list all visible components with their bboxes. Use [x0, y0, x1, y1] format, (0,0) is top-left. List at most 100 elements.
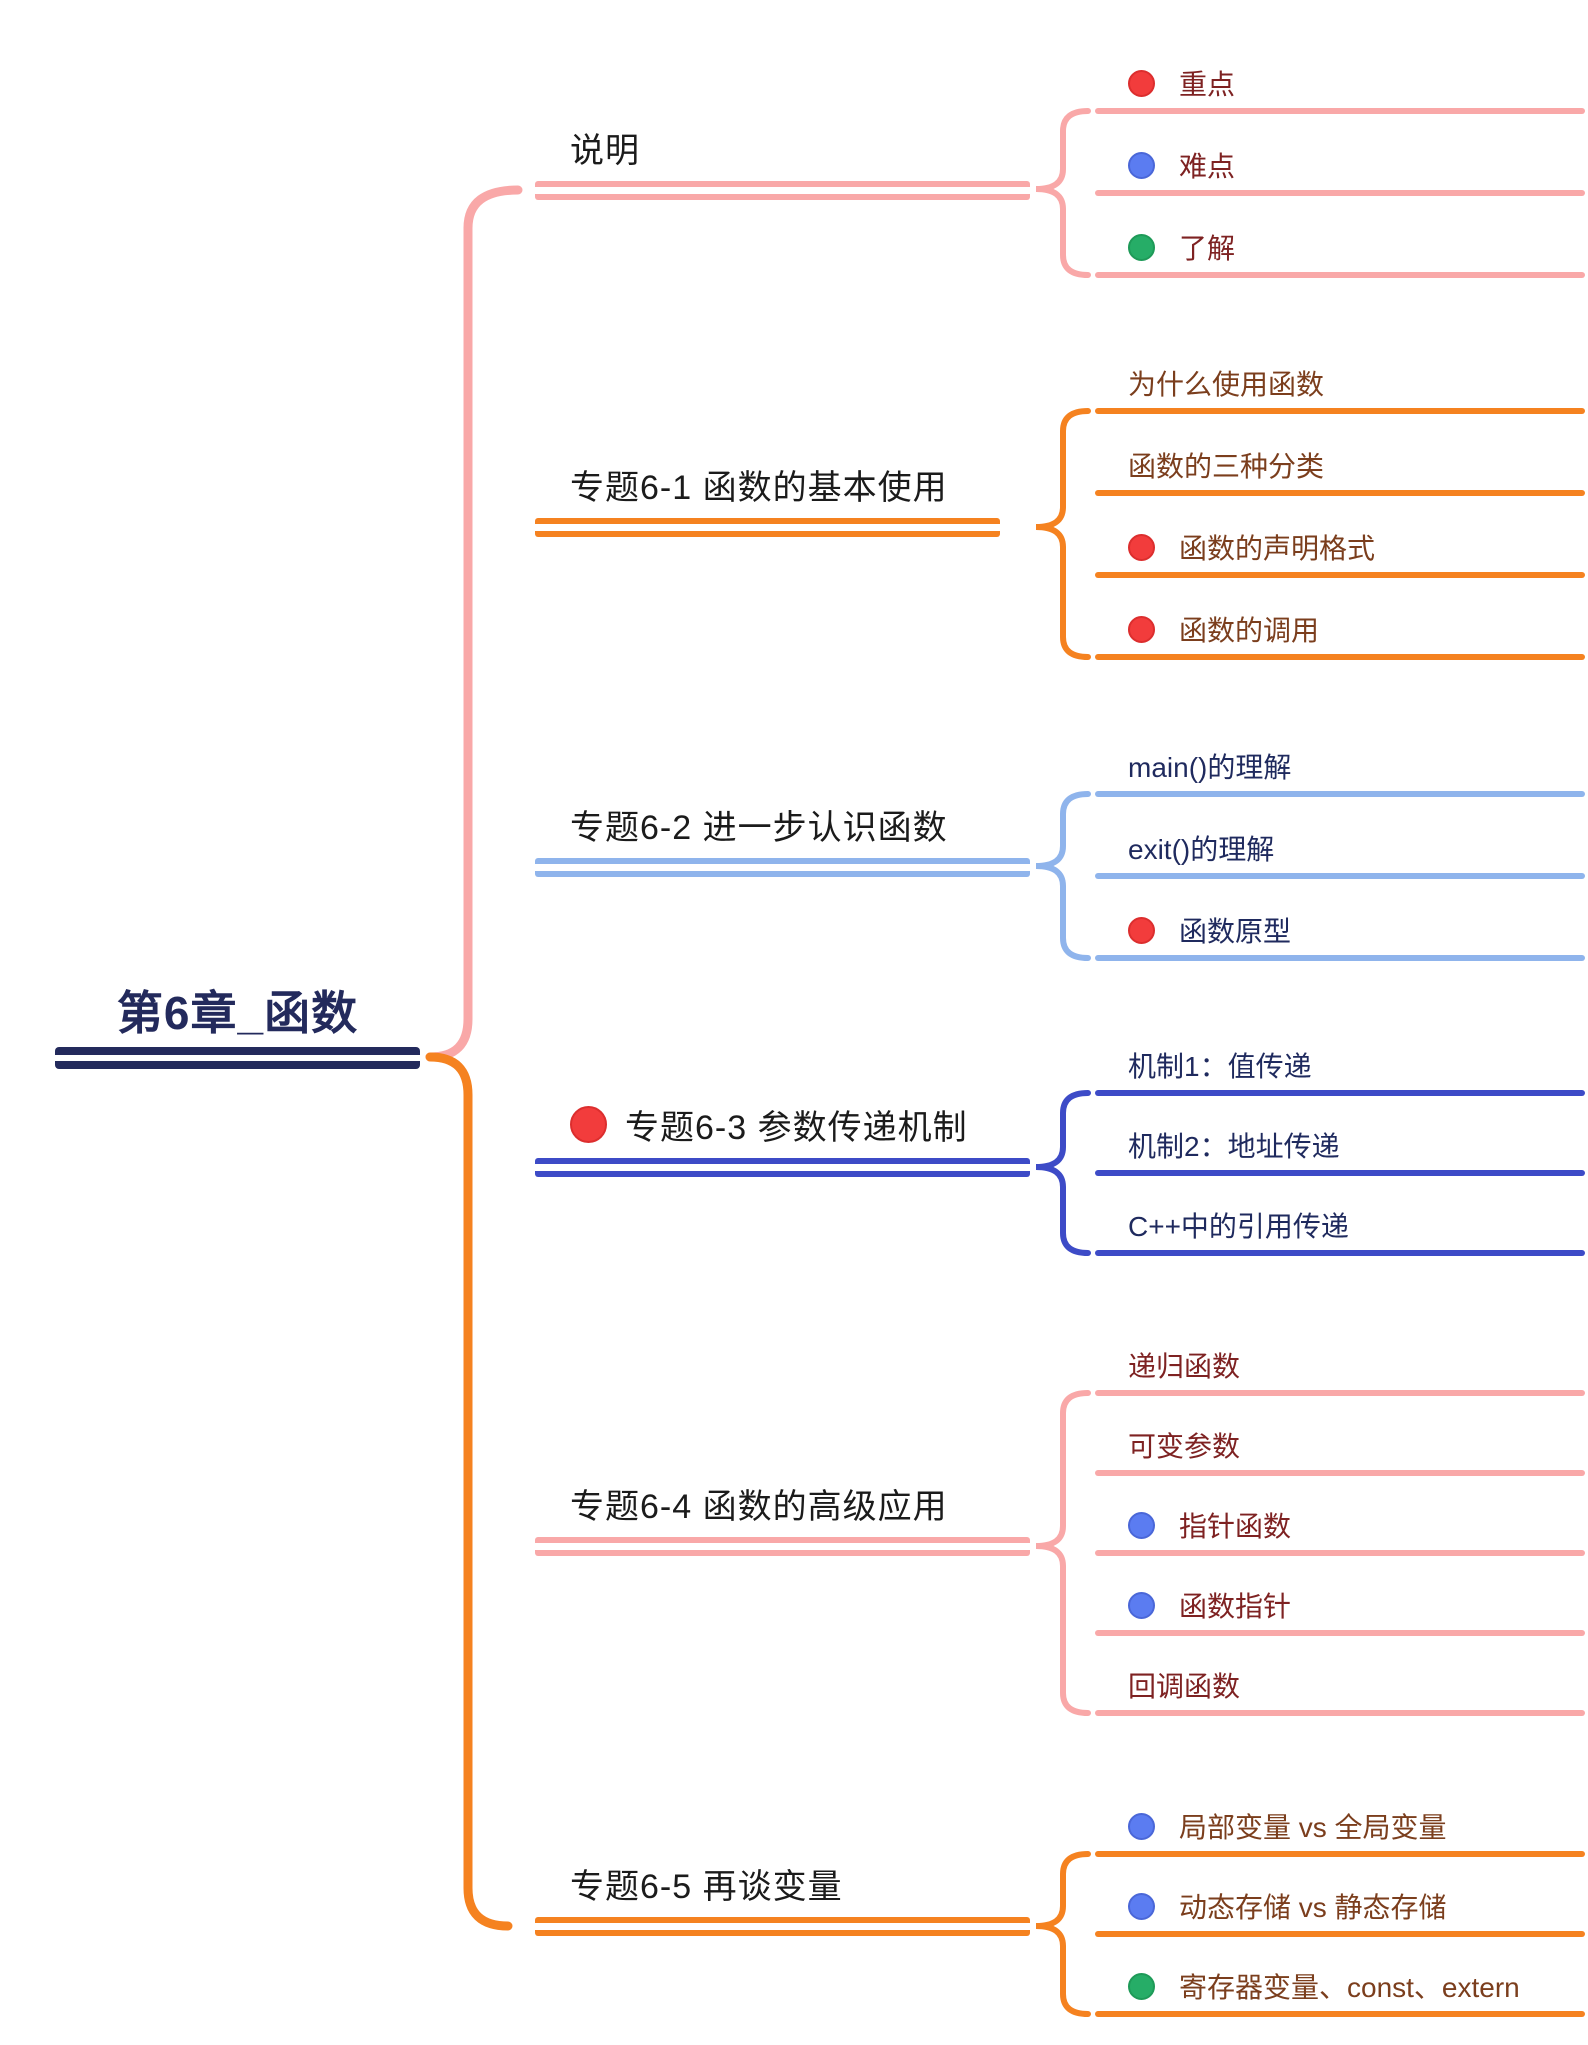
subtopic-label: 递归函数: [1128, 1351, 1241, 1382]
marker-red-icon: [1128, 533, 1155, 561]
topic-underline: [535, 1917, 1030, 1936]
subtopic-function-pointer[interactable]: 函数指针: [1095, 1586, 1585, 1636]
topic-underline: [535, 181, 1030, 200]
subtopic-label: C++中的引用传递: [1128, 1211, 1349, 1242]
subtopic-underline: [1095, 873, 1585, 879]
marker-green-icon: [1128, 233, 1155, 261]
subtopic-underline: [1095, 408, 1585, 414]
marker-blue-icon: [1128, 1511, 1155, 1539]
subtopic-underline: [1095, 1550, 1585, 1556]
topic-shuoming[interactable]: 说明: [535, 119, 1030, 200]
subtopic-label: 寄存器变量、const、extern: [1179, 1972, 1520, 2003]
subtopic-label: 难点: [1179, 151, 1236, 182]
subtopic-cpp-reference[interactable]: C++中的引用传递: [1095, 1206, 1585, 1256]
subtopic-main-understanding[interactable]: main()的理解: [1095, 747, 1585, 797]
subtopic-pointer-function[interactable]: 指针函数: [1095, 1506, 1585, 1556]
brace-6-4: [1035, 1390, 1091, 1716]
brace-6-5: [1035, 1851, 1091, 2017]
root-brace-lower: [425, 1052, 513, 1931]
subtopic-label: 函数原型: [1179, 916, 1292, 947]
marker-blue-icon: [1128, 1892, 1155, 1920]
topic-label: 专题6-3 参数传递机制: [625, 1108, 968, 1147]
subtopic-pass-by-address[interactable]: 机制2：地址传递: [1095, 1126, 1585, 1176]
subtopic-underline: [1095, 1090, 1585, 1096]
subtopic-local-vs-global[interactable]: 局部变量 vs 全局变量: [1095, 1807, 1585, 1857]
marker-blue-icon: [1128, 151, 1155, 179]
brace-6-1: [1035, 408, 1091, 660]
marker-red-icon: [570, 1105, 607, 1143]
subtopic-underline: [1095, 1630, 1585, 1636]
subtopic-exit-understanding[interactable]: exit()的理解: [1095, 829, 1585, 879]
marker-red-icon: [1128, 615, 1155, 643]
subtopic-dynamic-vs-static[interactable]: 动态存储 vs 静态存储: [1095, 1887, 1585, 1937]
root-topic-label: 第6章_函数: [116, 986, 359, 1039]
subtopic-underline: [1095, 2011, 1585, 2017]
subtopic-declaration-format[interactable]: 函数的声明格式: [1095, 528, 1585, 578]
subtopic-label: 机制2：地址传递: [1128, 1131, 1340, 1162]
topic-6-5[interactable]: 专题6-5 再谈变量: [535, 1855, 1030, 1936]
subtopic-recursive-function[interactable]: 递归函数: [1095, 1346, 1585, 1396]
subtopic-label: exit()的理解: [1128, 834, 1275, 865]
subtopic-underline: [1095, 1931, 1585, 1937]
subtopic-label: 了解: [1179, 233, 1236, 264]
brace-shuoming: [1035, 108, 1091, 278]
subtopic-liaojie[interactable]: 了解: [1095, 228, 1585, 278]
marker-green-icon: [1128, 1972, 1155, 2000]
subtopic-label: 重点: [1179, 69, 1236, 100]
subtopic-zhongdian[interactable]: 重点: [1095, 64, 1585, 114]
root-topic[interactable]: 第6章_函数: [55, 972, 420, 1069]
topic-underline: [535, 1158, 1030, 1177]
subtopic-variadic-params[interactable]: 可变参数: [1095, 1426, 1585, 1476]
subtopic-underline: [1095, 791, 1585, 797]
marker-blue-icon: [1128, 1812, 1155, 1840]
topic-6-2[interactable]: 专题6-2 进一步认识函数: [535, 796, 1030, 877]
subtopic-underline: [1095, 1710, 1585, 1716]
topic-label: 专题6-4 函数的高级应用: [570, 1487, 948, 1526]
subtopic-three-categories[interactable]: 函数的三种分类: [1095, 446, 1585, 496]
subtopic-pass-by-value[interactable]: 机制1：值传递: [1095, 1046, 1585, 1096]
topic-underline: [535, 858, 1030, 877]
subtopic-label: 机制1：值传递: [1128, 1051, 1312, 1082]
subtopic-underline: [1095, 108, 1585, 114]
subtopic-label: 可变参数: [1128, 1431, 1241, 1462]
subtopic-label: 指针函数: [1179, 1511, 1292, 1542]
subtopic-underline: [1095, 190, 1585, 196]
subtopic-underline: [1095, 955, 1585, 961]
root-underline: [55, 1047, 420, 1069]
subtopic-function-prototype[interactable]: 函数原型: [1095, 911, 1585, 961]
subtopic-underline: [1095, 654, 1585, 660]
marker-red-icon: [1128, 916, 1155, 944]
topic-6-1[interactable]: 专题6-1 函数的基本使用: [535, 456, 1000, 537]
subtopic-label: 函数指针: [1179, 1591, 1292, 1622]
subtopic-underline: [1095, 1250, 1585, 1256]
subtopic-label: 回调函数: [1128, 1671, 1241, 1702]
subtopic-label: main()的理解: [1128, 752, 1292, 783]
brace-6-2: [1035, 791, 1091, 961]
subtopic-underline: [1095, 572, 1585, 578]
subtopic-nandian[interactable]: 难点: [1095, 146, 1585, 196]
topic-6-4[interactable]: 专题6-4 函数的高级应用: [535, 1475, 1030, 1556]
subtopic-underline: [1095, 272, 1585, 278]
topic-6-3[interactable]: 专题6-3 参数传递机制: [535, 1096, 1030, 1177]
subtopic-underline: [1095, 1390, 1585, 1396]
root-brace-upper: [425, 185, 523, 1062]
subtopic-function-call[interactable]: 函数的调用: [1095, 610, 1585, 660]
subtopic-callback-function[interactable]: 回调函数: [1095, 1666, 1585, 1716]
marker-red-icon: [1128, 69, 1155, 97]
topic-underline: [535, 518, 1000, 537]
brace-6-3: [1035, 1090, 1091, 1256]
subtopic-label: 动态存储 vs 静态存储: [1179, 1892, 1447, 1923]
topic-underline: [535, 1537, 1030, 1556]
subtopic-label: 函数的调用: [1179, 615, 1320, 646]
subtopic-register-const-extern[interactable]: 寄存器变量、const、extern: [1095, 1967, 1585, 2017]
topic-label: 专题6-1 函数的基本使用: [570, 468, 948, 507]
subtopic-label: 函数的三种分类: [1128, 451, 1325, 482]
topic-label: 说明: [570, 131, 640, 170]
subtopic-underline: [1095, 1170, 1585, 1176]
subtopic-underline: [1095, 1851, 1585, 1857]
subtopic-label: 函数的声明格式: [1179, 533, 1376, 564]
marker-blue-icon: [1128, 1591, 1155, 1619]
subtopic-why-functions[interactable]: 为什么使用函数: [1095, 364, 1585, 414]
